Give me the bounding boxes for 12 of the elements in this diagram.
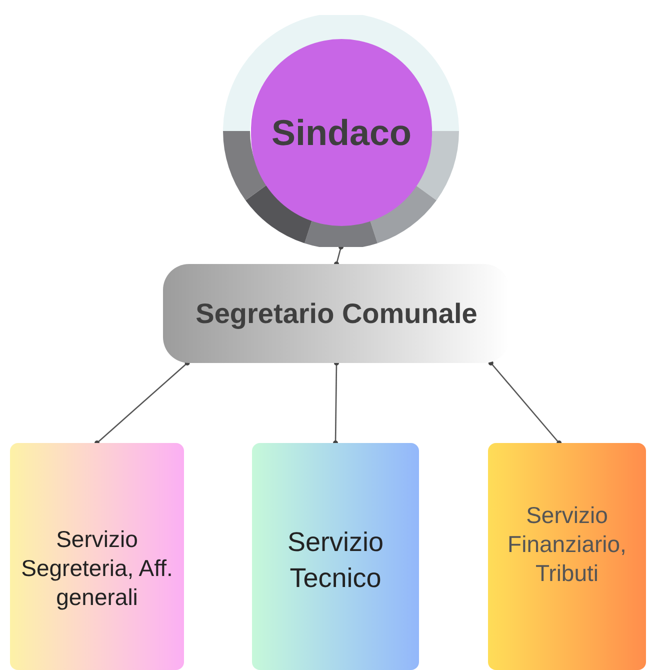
connector-line <box>334 244 344 266</box>
connector-line <box>488 360 562 446</box>
service-box <box>488 443 646 670</box>
service-box <box>252 443 419 670</box>
node-label: Segretario Comunale <box>196 296 478 331</box>
node-label: Servizio Tecnico <box>286 526 385 594</box>
node-label: Sindaco <box>271 110 412 154</box>
node-label: Servizio Segreteria, Aff. generali <box>20 525 174 612</box>
service-box <box>10 443 184 670</box>
connector-line <box>94 360 190 446</box>
connector-line <box>333 360 339 446</box>
node-label: Servizio Finanziario, Tributi <box>506 501 628 588</box>
